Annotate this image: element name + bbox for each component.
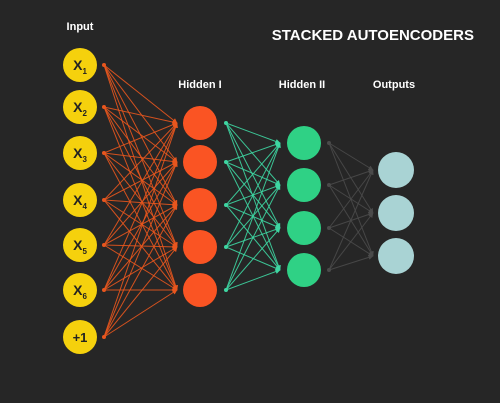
edge-l0-5-to-l1-0 bbox=[103, 122, 178, 291]
edge-l0-2-to-l1-3 bbox=[103, 152, 178, 248]
edge-l0-5-to-l1-3 bbox=[103, 246, 178, 291]
diagram-title: STACKED AUTOENCODERS bbox=[272, 27, 474, 44]
edge-source-dot-l0-0 bbox=[102, 63, 106, 67]
edge-l0-2-to-l1-2 bbox=[103, 152, 178, 206]
node-label-3: X4 bbox=[73, 192, 87, 211]
edge-source-dot-l0-6 bbox=[102, 335, 106, 339]
edge-l0-6-to-l1-2 bbox=[103, 204, 178, 338]
node-layer1-2 bbox=[183, 188, 217, 222]
node-layer1-1 bbox=[183, 145, 217, 179]
node-label-6: +1 bbox=[73, 330, 88, 345]
edge-l1-0-to-l2-1 bbox=[225, 122, 281, 186]
connections bbox=[102, 63, 374, 339]
edge-source-dot-l1-1 bbox=[224, 160, 228, 164]
edge-source-dot-l2-2 bbox=[327, 226, 331, 230]
edge-l1-4-to-l2-1 bbox=[225, 184, 281, 291]
layer-label-0: Input bbox=[67, 21, 94, 33]
node-layer0-6 bbox=[63, 320, 97, 354]
node-layer1-4 bbox=[183, 273, 217, 307]
edge-l0-3-to-l1-3 bbox=[103, 199, 178, 248]
edge-l0-2-to-l1-4 bbox=[103, 152, 178, 291]
layer-label-3: Outputs bbox=[373, 79, 415, 91]
edge-l2-2-to-l3-0 bbox=[328, 169, 374, 229]
edge-source-dot-l2-1 bbox=[327, 183, 331, 187]
edge-l0-3-to-l1-1 bbox=[103, 161, 178, 201]
node-label-1: X2 bbox=[73, 99, 87, 118]
node-layer0-4 bbox=[63, 228, 97, 262]
edge-l1-4-to-l2-0 bbox=[225, 142, 281, 291]
edge-l1-0-to-l2-2 bbox=[225, 122, 281, 229]
edge-source-dot-l0-5 bbox=[102, 288, 106, 292]
edge-l1-2-to-l2-0 bbox=[225, 142, 281, 206]
edge-l2-3-to-l3-1 bbox=[328, 212, 374, 271]
edge-l1-4-to-l2-2 bbox=[225, 227, 281, 291]
edge-l0-5-to-l1-1 bbox=[103, 161, 178, 291]
edge-source-dot-l1-3 bbox=[224, 245, 228, 249]
edge-l1-3-to-l2-0 bbox=[225, 142, 281, 248]
node-layer0-3 bbox=[63, 183, 97, 217]
edge-l0-1-to-l1-4 bbox=[103, 106, 178, 291]
node-label-0: X1 bbox=[73, 57, 87, 76]
node-layer0-2 bbox=[63, 136, 97, 170]
edge-source-dot-l0-3 bbox=[102, 198, 106, 202]
edge-source-dot-l1-4 bbox=[224, 288, 228, 292]
edge-l0-4-to-l1-3 bbox=[103, 244, 178, 250]
edge-l0-6-to-l1-1 bbox=[103, 161, 178, 338]
node-layer2-2 bbox=[287, 211, 321, 245]
edge-l0-1-to-l1-2 bbox=[103, 106, 178, 206]
node-label-5: X6 bbox=[73, 282, 87, 301]
edge-l2-1-to-l3-0 bbox=[328, 169, 374, 186]
node-layer1-3 bbox=[183, 230, 217, 264]
edge-source-dot-l1-0 bbox=[224, 121, 228, 125]
node-layer0-0 bbox=[63, 48, 97, 82]
node-layer2-3 bbox=[287, 253, 321, 287]
edge-l0-2-to-l1-1 bbox=[103, 152, 178, 164]
edge-l1-0-to-l2-0 bbox=[225, 122, 281, 144]
edge-l0-1-to-l1-1 bbox=[103, 106, 178, 163]
edge-l0-6-to-l1-0 bbox=[103, 122, 178, 338]
layer-label-1: Hidden I bbox=[178, 79, 221, 91]
edge-source-dot-l0-1 bbox=[102, 105, 106, 109]
edge-l2-3-to-l3-2 bbox=[328, 254, 374, 271]
node-layer3-0 bbox=[378, 152, 414, 188]
edge-l0-5-to-l1-2 bbox=[103, 204, 178, 291]
node-label-2: X3 bbox=[73, 145, 87, 164]
node-label-4: X5 bbox=[73, 237, 87, 256]
node-layer2-0 bbox=[287, 126, 321, 160]
edge-l2-3-to-l3-0 bbox=[328, 169, 374, 271]
node-layer2-1 bbox=[287, 168, 321, 202]
edge-l0-4-to-l1-4 bbox=[103, 244, 178, 291]
layer-label-2: Hidden II bbox=[279, 79, 325, 91]
edge-l0-0-to-l1-1 bbox=[103, 64, 178, 163]
edge-l0-1-to-l1-0 bbox=[103, 106, 178, 125]
node-layer0-1 bbox=[63, 90, 97, 124]
node-layer3-2 bbox=[378, 238, 414, 274]
edge-source-dot-l1-2 bbox=[224, 203, 228, 207]
edge-l0-3-to-l1-2 bbox=[103, 199, 178, 208]
edge-l0-3-to-l1-4 bbox=[103, 199, 178, 291]
node-layer1-0 bbox=[183, 106, 217, 140]
edge-l0-6-to-l1-4 bbox=[103, 289, 178, 338]
edge-l1-1-to-l2-0 bbox=[225, 142, 281, 163]
edge-l0-6-to-l1-3 bbox=[103, 246, 178, 338]
edge-l0-0-to-l1-0 bbox=[103, 64, 178, 124]
edge-l0-4-to-l1-1 bbox=[103, 161, 178, 246]
edge-l0-1-to-l1-3 bbox=[103, 106, 178, 248]
edge-l2-0-to-l3-0 bbox=[328, 142, 374, 171]
edge-source-dot-l2-0 bbox=[327, 141, 331, 145]
edge-l1-4-to-l2-3 bbox=[225, 269, 281, 291]
edge-l0-4-to-l1-0 bbox=[103, 122, 178, 246]
edge-source-dot-l0-2 bbox=[102, 151, 106, 155]
node-layer3-1 bbox=[378, 195, 414, 231]
edge-l1-0-to-l2-3 bbox=[225, 122, 281, 271]
edge-l0-2-to-l1-0 bbox=[103, 122, 178, 154]
edge-l0-3-to-l1-0 bbox=[103, 122, 178, 201]
node-layer0-5 bbox=[63, 273, 97, 307]
edge-source-dot-l2-3 bbox=[327, 268, 331, 272]
edge-source-dot-l0-4 bbox=[102, 243, 106, 247]
